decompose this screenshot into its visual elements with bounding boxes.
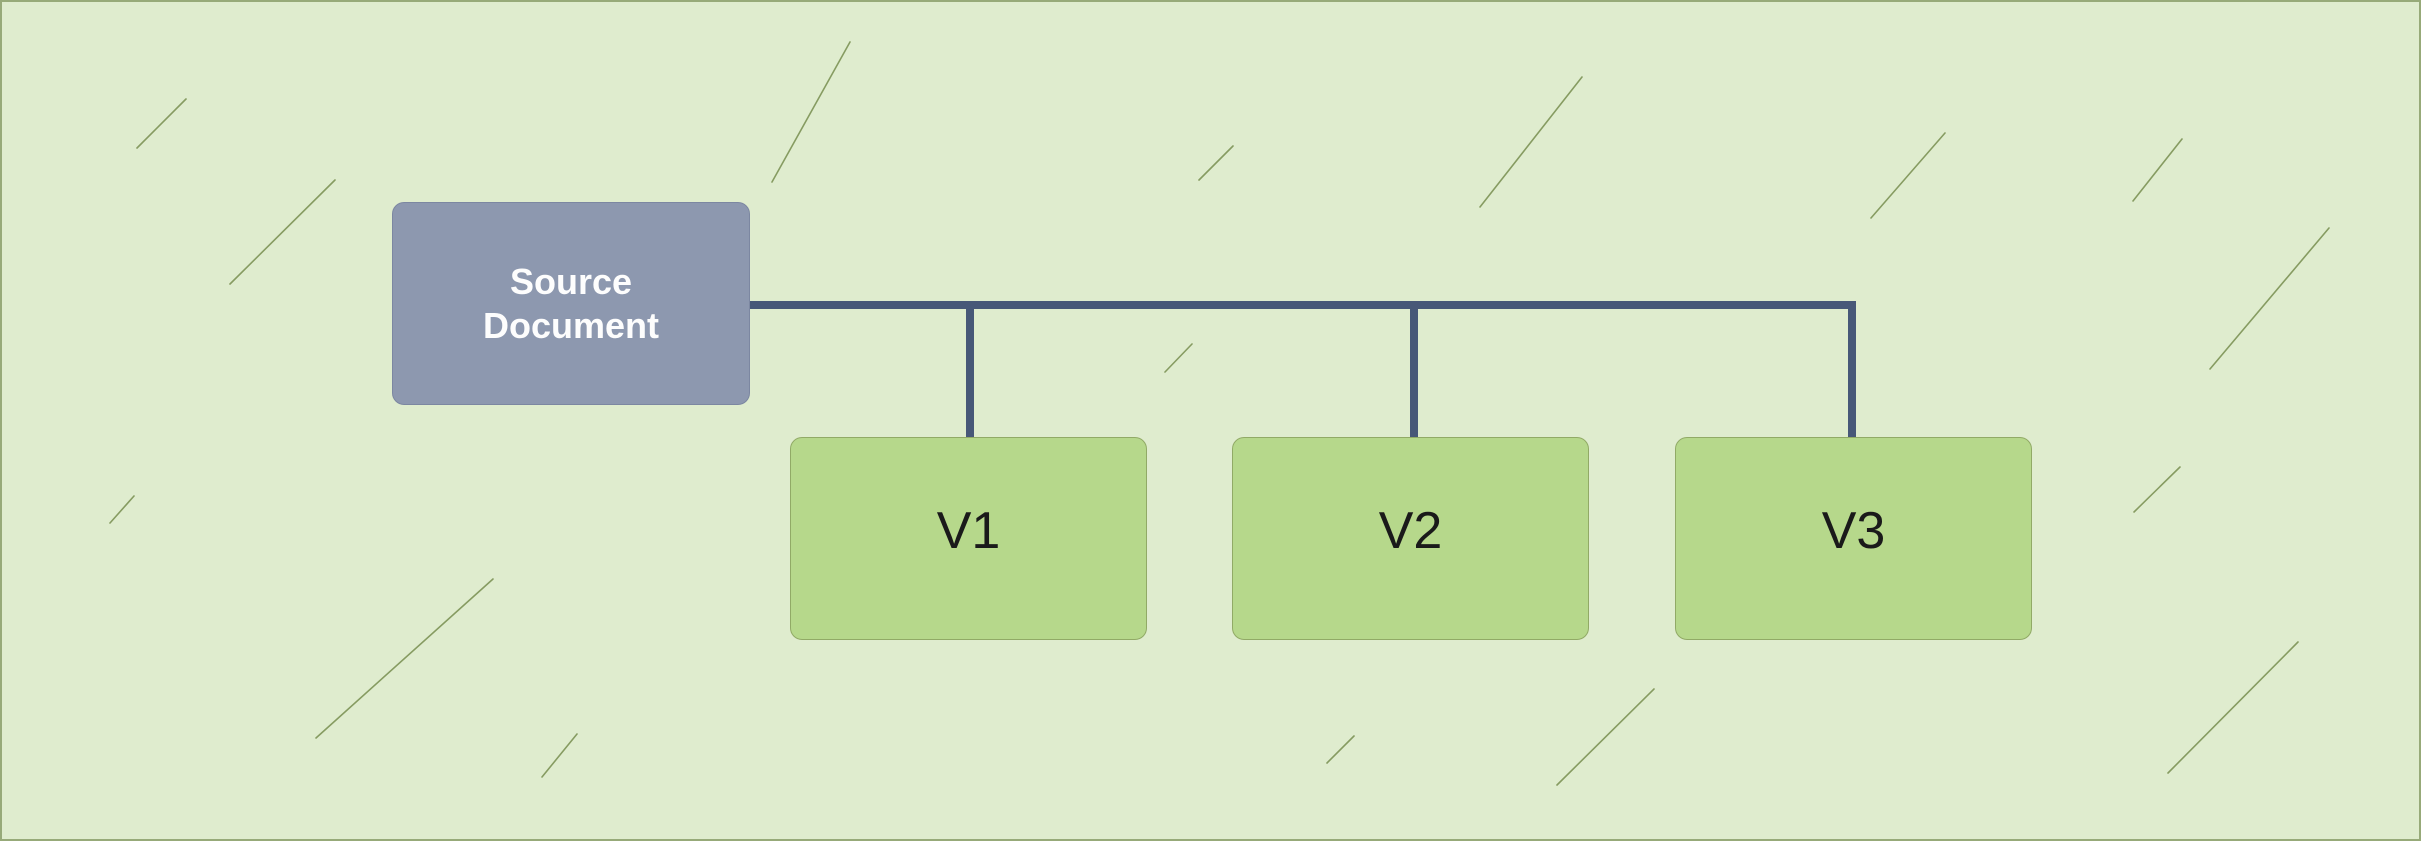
node-v1-label: V1 — [936, 501, 1001, 560]
connector-drop-v3 — [1848, 305, 1856, 438]
node-v2[interactable]: V2 — [1232, 437, 1589, 640]
node-v2-label: V2 — [1378, 501, 1443, 560]
node-source-document-label: Source Document — [482, 260, 659, 346]
connector-horizontal-trunk — [750, 301, 1856, 309]
connector-drop-v1 — [966, 305, 974, 438]
node-v3[interactable]: V3 — [1675, 437, 2032, 640]
node-source-document[interactable]: Source Document — [392, 202, 750, 405]
node-v1[interactable]: V1 — [790, 437, 1147, 640]
connector-drop-v2 — [1410, 305, 1418, 438]
node-v3-label: V3 — [1821, 501, 1886, 560]
